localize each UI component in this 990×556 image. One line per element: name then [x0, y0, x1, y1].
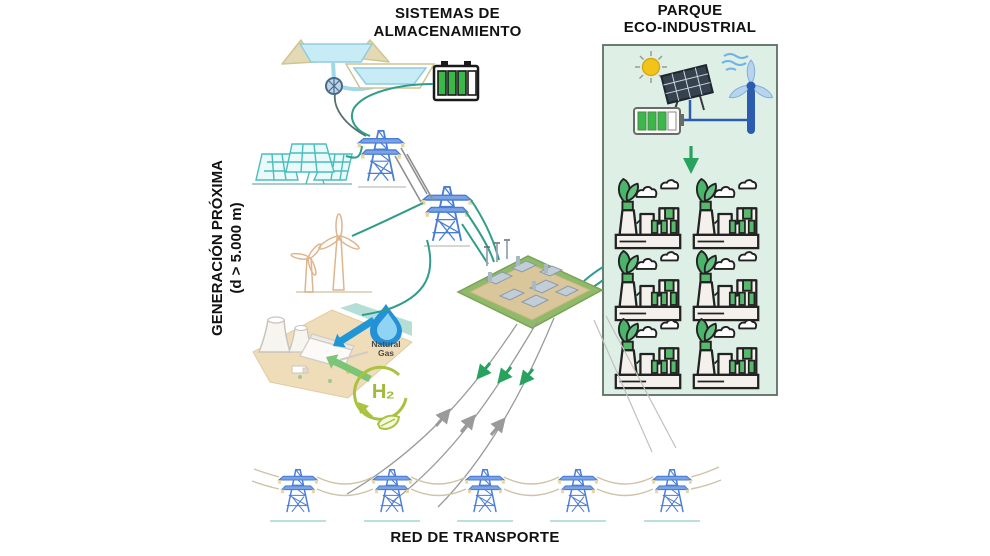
transmission-tower-icon: [356, 129, 406, 182]
gray-flow-arrows-icon: [434, 408, 506, 436]
eco-factory-icon: [614, 177, 682, 250]
eco-factory-icon: [692, 249, 760, 322]
transport-grid-title: RED DE TRANSPORTE: [390, 529, 560, 546]
transmission-tower-icon: [651, 468, 693, 513]
hybrid-renewable-system-icon: [633, 51, 774, 135]
substation-icon: [456, 239, 604, 329]
eco-industrial-park-title: PARQUE ECO-INDUSTRIAL: [603, 2, 777, 36]
transmission-tower-icon: [277, 468, 319, 513]
green-flow-arrows-icon: [476, 362, 535, 386]
storage-systems-title: SISTEMAS DE ALMACENAMIENTO: [345, 5, 550, 41]
eco-factory-icon: [692, 317, 760, 390]
wind-lines-icon: [721, 53, 749, 71]
solar-farm-icon: [252, 143, 353, 185]
hydrogen-icon: [352, 365, 408, 430]
battery-storage-icon: [432, 61, 480, 102]
park-title-line2: ECO-INDUSTRIAL: [623, 19, 757, 36]
eco-industrial-park-panel: [602, 44, 778, 396]
storage-title-line2: ALMACENAMIENTO: [373, 23, 522, 40]
transmission-tower-icon: [557, 468, 599, 513]
generation-label-line2: (d > 5.000 m): [228, 202, 245, 294]
sun-icon: [635, 51, 667, 83]
eco-factory-icon: [614, 249, 682, 322]
nearby-generation-label: GENERACIÓN PRÓXIMA (d > 5.000 m): [208, 142, 246, 354]
gas-input-arrow-icon: [333, 317, 376, 348]
eco-factory-icon: [692, 177, 760, 250]
pumped-hydro-storage-icon: [281, 39, 436, 95]
grid-wires: [251, 466, 722, 497]
natural-gas-label: Natural Gas: [371, 339, 401, 358]
transmission-tower-icon: [464, 468, 506, 513]
natural-gas-flame-icon: [370, 304, 402, 346]
generation-label-line1: GENERACIÓN PRÓXIMA: [209, 160, 226, 336]
storage-title-line1: SISTEMAS DE: [395, 5, 500, 22]
wind-turbine-icon: [728, 59, 774, 134]
wind-farm-icon: [290, 213, 372, 293]
park-title-line1: PARQUE: [657, 2, 723, 19]
hydrogen-label: H₂: [371, 381, 395, 403]
grid-tower-row: [251, 466, 722, 522]
battery-icon: [633, 107, 684, 135]
